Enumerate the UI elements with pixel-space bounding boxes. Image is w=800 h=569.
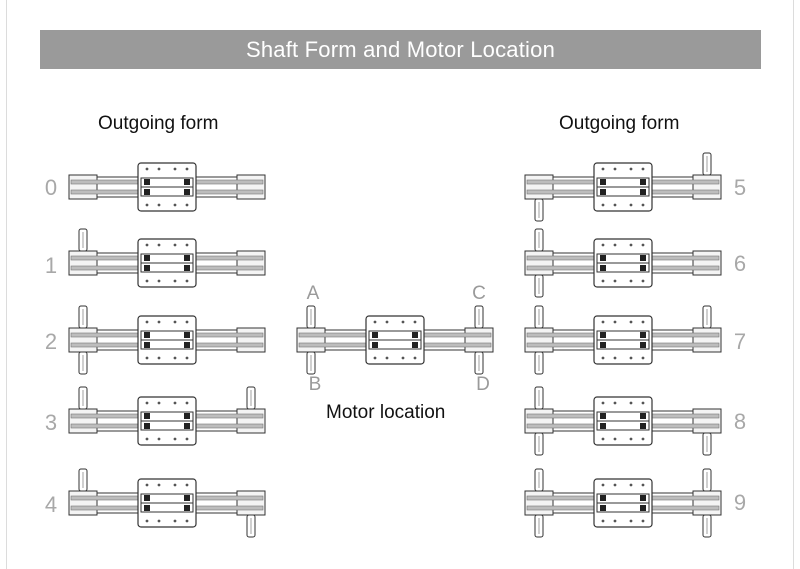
motor-position-d: D <box>476 374 490 395</box>
linear-module-form-8 <box>524 386 722 456</box>
shaft-bottom-right <box>474 351 484 375</box>
shaft-bottom-left <box>534 514 544 538</box>
shaft-top-left <box>534 228 544 252</box>
form-label-3: 3 <box>44 410 58 435</box>
shaft-bottom-right <box>702 514 712 538</box>
shaft-bottom-left <box>534 351 544 375</box>
shaft-top-right <box>702 468 712 492</box>
shaft-top-left <box>78 228 88 252</box>
shaft-top-left <box>78 386 88 410</box>
shaft-top-right <box>246 386 256 410</box>
shaft-top-right <box>702 305 712 329</box>
page-frame <box>6 0 794 569</box>
shaft-bottom-left <box>534 432 544 456</box>
linear-module-form-1 <box>68 228 266 288</box>
form-label-9: 9 <box>733 490 747 515</box>
linear-module-form-0 <box>68 162 266 212</box>
shaft-top-left <box>534 386 544 410</box>
shaft-bottom-left <box>534 274 544 298</box>
motor-location-module <box>296 305 494 375</box>
shaft-bottom-left <box>78 351 88 375</box>
form-label-4: 4 <box>44 492 58 517</box>
shaft-top-left <box>534 468 544 492</box>
linear-module-form-5 <box>524 152 722 222</box>
form-label-0: 0 <box>44 175 58 200</box>
page-title: Shaft Form and Motor Location <box>245 36 556 62</box>
motor-position-b: B <box>308 374 322 395</box>
form-label-1: 1 <box>44 253 58 278</box>
shaft-top-right <box>702 152 712 176</box>
motor-position-c: C <box>472 283 486 304</box>
shaft-bottom-right <box>702 432 712 456</box>
shaft-bottom-left <box>306 351 316 375</box>
shaft-bottom-left <box>534 198 544 222</box>
form-label-2: 2 <box>44 329 58 354</box>
linear-module-form-2 <box>68 305 266 375</box>
linear-module-form-4 <box>68 468 266 538</box>
form-label-5: 5 <box>733 175 747 200</box>
shaft-top-left <box>78 468 88 492</box>
motor-position-a: A <box>306 283 320 304</box>
linear-module-form-6 <box>524 228 722 298</box>
form-label-7: 7 <box>733 329 747 354</box>
shaft-bottom-right <box>246 514 256 538</box>
shaft-top-right <box>474 305 484 329</box>
motor-location-caption: Motor location <box>326 402 446 423</box>
shaft-top-left <box>306 305 316 329</box>
linear-module-form-9 <box>524 468 722 538</box>
right-column-heading: Outgoing form <box>559 113 680 134</box>
form-label-8: 8 <box>733 409 747 434</box>
left-column-heading: Outgoing form <box>98 113 219 134</box>
linear-module-form-7 <box>524 305 722 375</box>
title-banner: Shaft Form and Motor Location <box>40 30 761 69</box>
form-label-6: 6 <box>733 251 747 276</box>
shaft-top-left <box>534 305 544 329</box>
linear-module-form-3 <box>68 386 266 446</box>
shaft-top-left <box>78 305 88 329</box>
